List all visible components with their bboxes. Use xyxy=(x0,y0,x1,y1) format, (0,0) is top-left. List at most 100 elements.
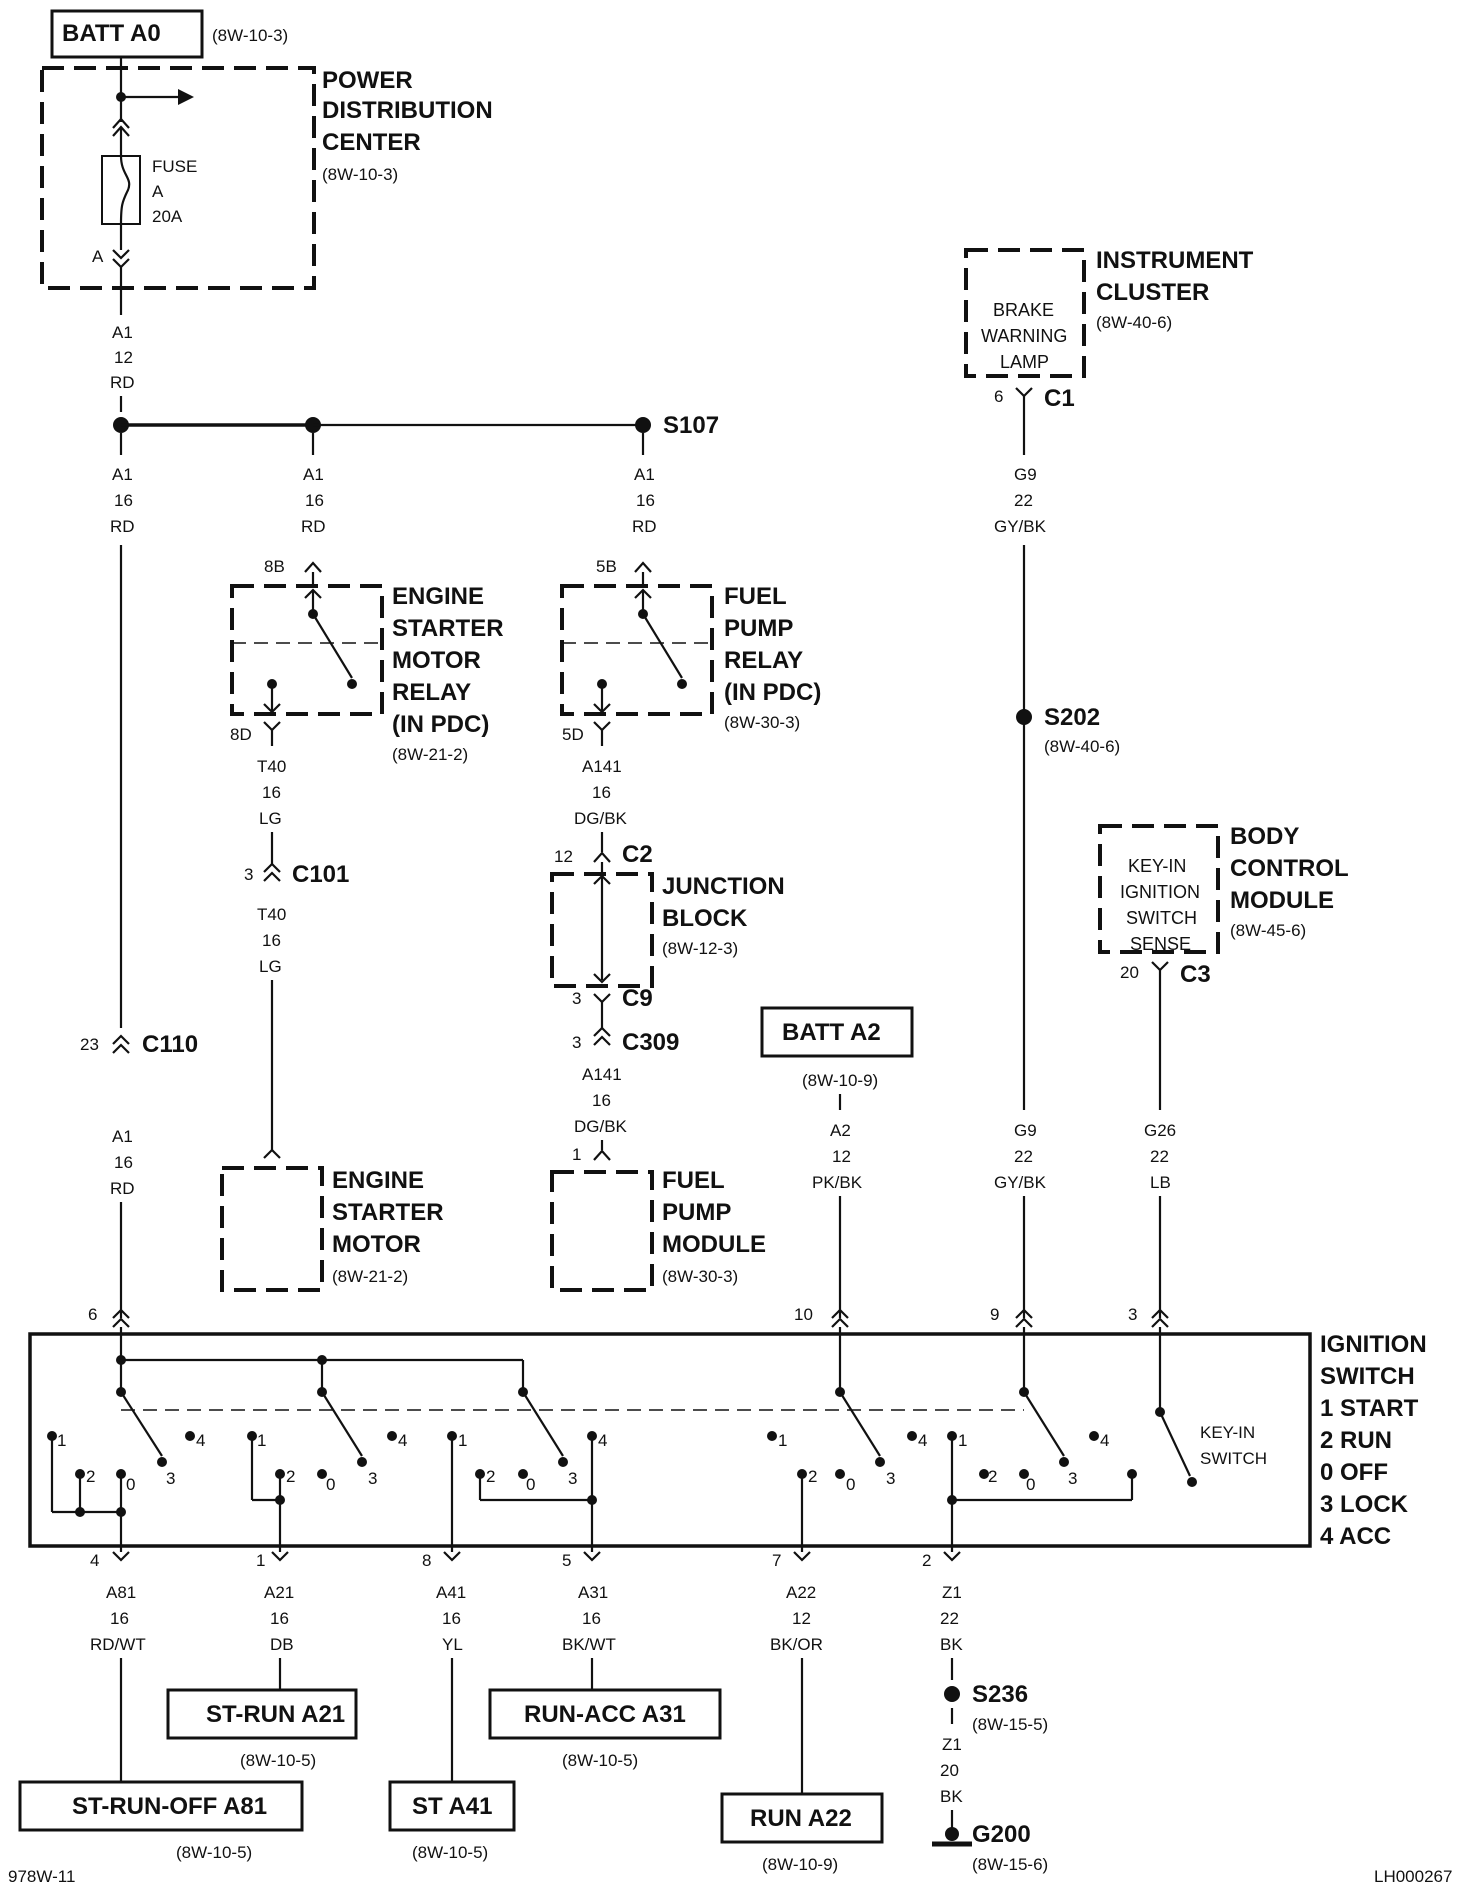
pos-label: 1 xyxy=(458,1431,467,1450)
wire-a22-gauge: 12 xyxy=(792,1609,811,1628)
wire-g26-gauge: 22 xyxy=(1150,1147,1169,1166)
isw-label-6: 3 LOCK xyxy=(1320,1491,1409,1518)
batt-a0-label: BATT A0 xyxy=(62,20,161,47)
pos-label: 2 xyxy=(808,1467,817,1486)
wire-a1-16-code: A1 xyxy=(112,465,133,484)
esr-ref: (8W-21-2) xyxy=(392,745,468,764)
wire-a41-color: YL xyxy=(442,1635,463,1654)
keyin-label-2: SWITCH xyxy=(1200,1449,1267,1468)
st-run-off-a81-ref: (8W-10-5) xyxy=(176,1843,252,1862)
wire-a21-gauge: 16 xyxy=(270,1609,289,1628)
wire-z1-code: Z1 xyxy=(942,1735,962,1754)
pos-label: 0 xyxy=(846,1475,855,1494)
esm-label-2: STARTER xyxy=(332,1199,444,1226)
fuse-label-3: 20A xyxy=(152,207,183,226)
run-acc-a31-ref: (8W-10-5) xyxy=(562,1751,638,1770)
pdc-label-2: DISTRIBUTION xyxy=(322,97,493,124)
esm-ref: (8W-21-2) xyxy=(332,1267,408,1286)
wire-z1-color: BK xyxy=(940,1635,963,1654)
wire-a1-16-gauge: 16 xyxy=(114,1153,133,1172)
st-run-a21-ref: (8W-10-5) xyxy=(240,1751,316,1770)
wire-a81-color: RD/WT xyxy=(90,1635,146,1654)
esm-box xyxy=(220,1166,324,1292)
wire-t40-color: LG xyxy=(259,957,282,976)
pos-label: 3 xyxy=(166,1469,175,1488)
wire-a1-16-gauge: 16 xyxy=(636,491,655,510)
st-run-a21-box xyxy=(166,1688,358,1740)
wire-a1-16-color: RD xyxy=(110,1179,135,1198)
pos-label: 4 xyxy=(918,1431,927,1450)
wire-g26-color: LB xyxy=(1150,1173,1171,1192)
run-acc-a31-label: RUN-ACC A31 xyxy=(524,1701,686,1728)
wire-t40-code: T40 xyxy=(257,905,286,924)
out-pin5: 5 xyxy=(562,1551,571,1570)
s107-label: S107 xyxy=(663,412,719,439)
arrow-right-icon xyxy=(178,89,194,105)
wire-a141-gauge: 16 xyxy=(592,1091,611,1110)
batt-a0-box xyxy=(50,9,204,59)
c309-pin: 3 xyxy=(572,1033,581,1052)
st-run-off-a81-label: ST-RUN-OFF A81 xyxy=(72,1793,267,1820)
c3-pin: 20 xyxy=(1120,963,1139,982)
wire-g9-code: G9 xyxy=(1014,465,1037,484)
fpm-label-3: MODULE xyxy=(662,1231,766,1258)
figure-id: 978W-11 xyxy=(8,1867,75,1886)
fpr-ref: (8W-30-3) xyxy=(724,713,800,732)
pdc-box xyxy=(40,66,316,290)
c2-label: C2 xyxy=(622,841,653,868)
bwl-label-2: WARNING xyxy=(981,326,1067,346)
wire-a2-color: PK/BK xyxy=(812,1173,863,1192)
jb-label-2: BLOCK xyxy=(662,905,748,932)
pos-label: 2 xyxy=(486,1467,495,1486)
wire-a1-16-code: A1 xyxy=(112,1127,133,1146)
bwl-label-3: LAMP xyxy=(1000,352,1049,372)
pos-label: 0 xyxy=(526,1475,535,1494)
wire-a1-16-gauge: 16 xyxy=(114,491,133,510)
run-a22-label: RUN A22 xyxy=(750,1805,852,1832)
wire-a1-16-color: RD xyxy=(632,517,657,536)
out-pin2: 2 xyxy=(922,1551,931,1570)
esr-label-4: RELAY xyxy=(392,679,471,706)
run-a22-ref: (8W-10-9) xyxy=(762,1855,838,1874)
esr-pin-out: 8D xyxy=(230,725,252,744)
bcm-label-1: BODY xyxy=(1230,823,1299,850)
c2-pin: 12 xyxy=(554,847,573,866)
pos-label: 1 xyxy=(778,1431,787,1450)
wire-t40-gauge: 16 xyxy=(262,783,281,802)
wire-a31-code: A31 xyxy=(578,1583,608,1602)
fpr-box xyxy=(560,584,714,716)
wire-a31-gauge: 16 xyxy=(582,1609,601,1628)
wire-g9-color: GY/BK xyxy=(994,517,1047,536)
batt-a2-box xyxy=(760,1006,914,1058)
wire-a21-color: DB xyxy=(270,1635,294,1654)
wire-t40-code: T40 xyxy=(257,757,286,776)
run-a22-box xyxy=(720,1792,884,1844)
isw-label-2: SWITCH xyxy=(1320,1363,1415,1390)
pos-label: 4 xyxy=(598,1431,607,1450)
fpm-label-1: FUEL xyxy=(662,1167,725,1194)
pdc-ref: (8W-10-3) xyxy=(322,165,398,184)
c110-pin: 23 xyxy=(80,1035,99,1054)
fpr-label-1: FUEL xyxy=(724,583,787,610)
c9-label: C9 xyxy=(622,985,653,1012)
jb-label-1: JUNCTION xyxy=(662,873,785,900)
s202-ref: (8W-40-6) xyxy=(1044,737,1120,756)
pdc-label-3: CENTER xyxy=(322,129,421,156)
wire-a21-code: A21 xyxy=(264,1583,294,1602)
splice-s202-dot xyxy=(1016,709,1032,725)
s202-label: S202 xyxy=(1044,704,1100,731)
bcm-box xyxy=(1098,824,1220,954)
g200-ref: (8W-15-6) xyxy=(972,1855,1048,1874)
out-pin1: 1 xyxy=(256,1551,265,1570)
isw-pin3: 3 xyxy=(1128,1305,1137,1324)
bcm-ref: (8W-45-6) xyxy=(1230,921,1306,940)
pos-label: 3 xyxy=(368,1469,377,1488)
pos-label: 1 xyxy=(257,1431,266,1450)
esm-label-3: MOTOR xyxy=(332,1231,421,1258)
wire-a1-12-gauge: 12 xyxy=(114,348,133,367)
wire-a141-code: A141 xyxy=(582,757,622,776)
isw-label-5: 0 OFF xyxy=(1320,1459,1388,1486)
wire-a141-color: DG/BK xyxy=(574,809,628,828)
wire-z1-color: BK xyxy=(940,1787,963,1806)
s236-label: S236 xyxy=(972,1681,1028,1708)
